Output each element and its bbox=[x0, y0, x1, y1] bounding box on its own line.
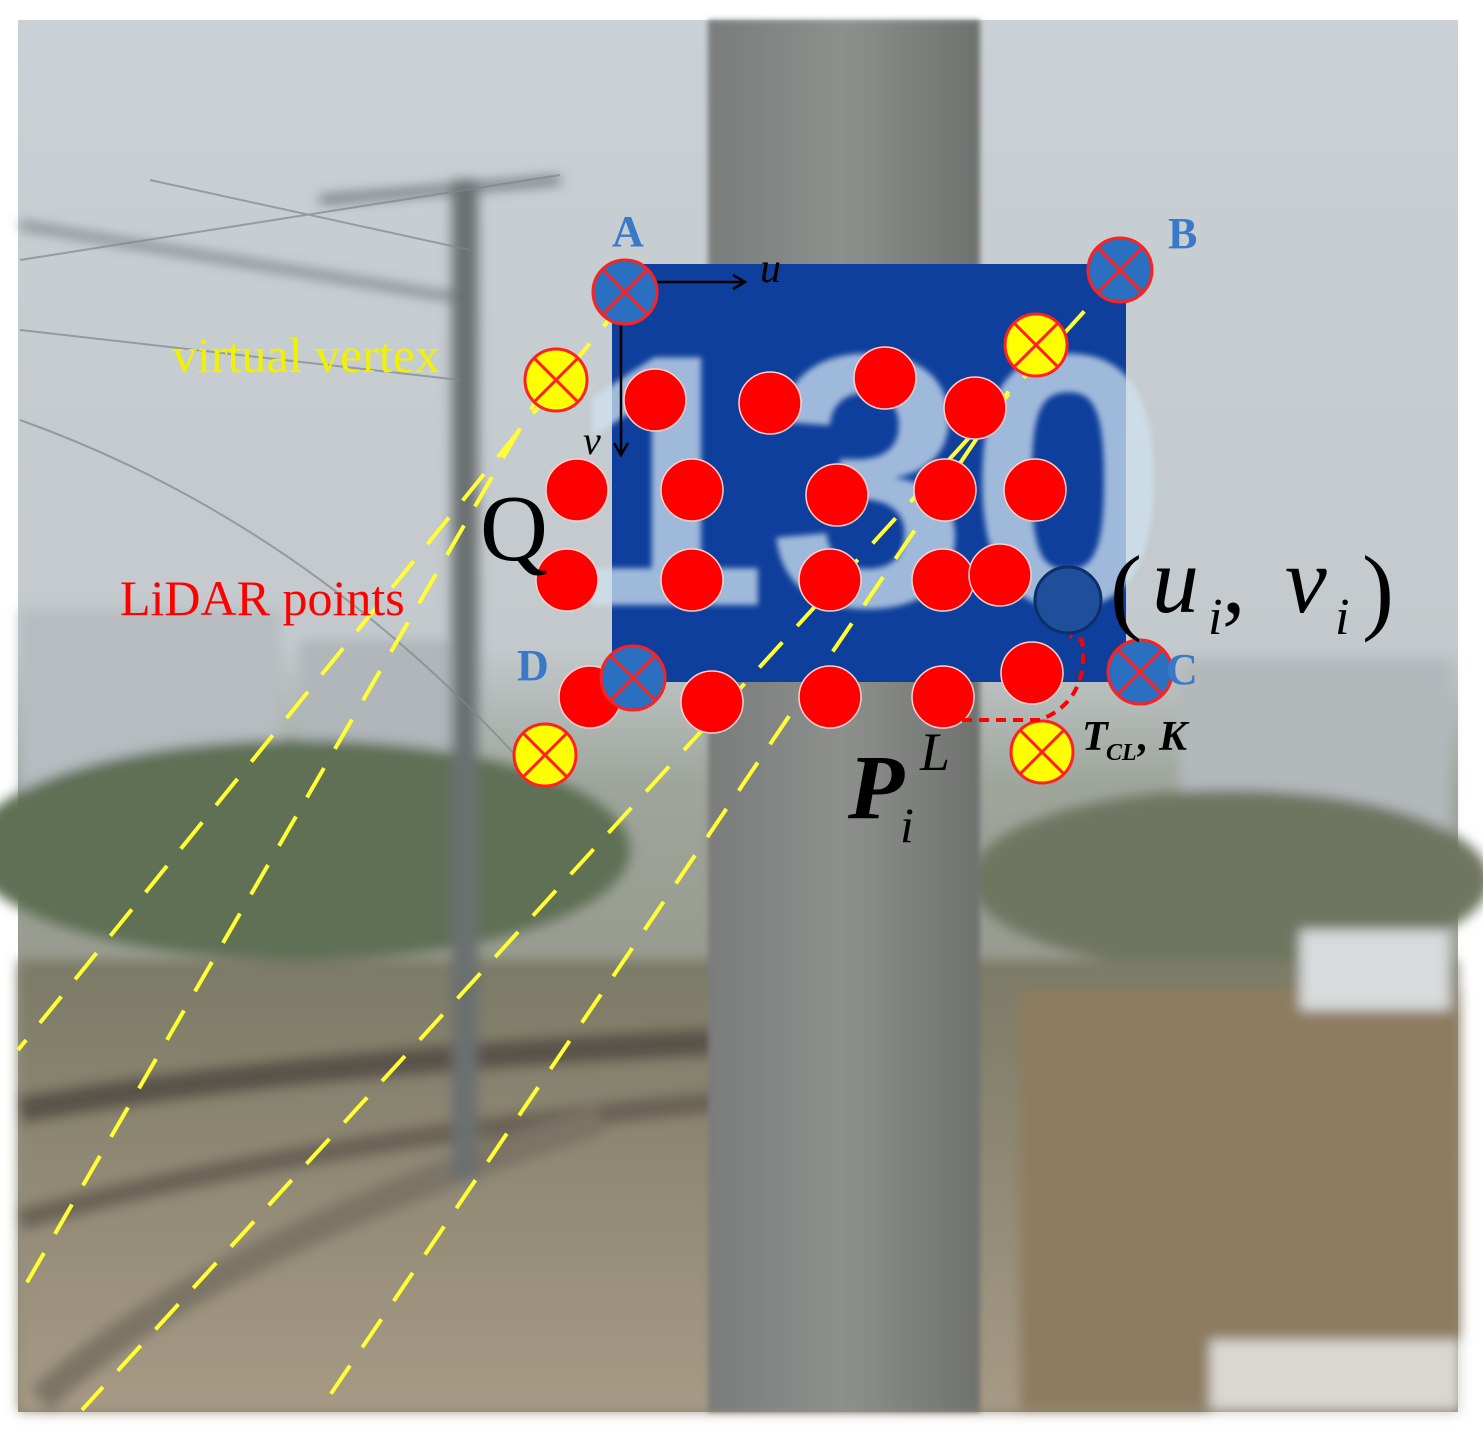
dashed-ray-1 bbox=[16, 298, 627, 1052]
svg-text:i: i bbox=[900, 797, 914, 853]
q-label: Q bbox=[480, 477, 548, 581]
svg-text:P: P bbox=[847, 736, 905, 838]
lidar-point-symbol: P i L bbox=[847, 722, 950, 853]
svg-text:CL: CL bbox=[1106, 740, 1137, 766]
dashed-ray-4 bbox=[318, 343, 1042, 1412]
lidar-point-icon bbox=[1000, 641, 1064, 705]
transform-symbol: T CL , K bbox=[1082, 714, 1190, 766]
lidar-point-icon bbox=[805, 463, 869, 527]
projection-coordinate-label: ( u i , v i ) bbox=[1110, 529, 1394, 646]
correspondence-path bbox=[945, 634, 1085, 722]
lidar-point-icon bbox=[738, 371, 802, 435]
lidar-point-icon bbox=[660, 548, 724, 612]
virtual-vertex-icon bbox=[1003, 312, 1069, 378]
vertex-label-c: C bbox=[1166, 645, 1198, 694]
svg-text:, K: , K bbox=[1137, 714, 1190, 760]
svg-text:): ) bbox=[1362, 536, 1394, 643]
lidar-point-icon bbox=[535, 548, 599, 612]
lidar-point-icon bbox=[968, 543, 1032, 607]
sign-vertex-icon bbox=[599, 644, 667, 712]
svg-text:(: ( bbox=[1110, 536, 1142, 643]
sign-vertices-group bbox=[591, 236, 1174, 712]
svg-text:,: , bbox=[1222, 529, 1246, 633]
lidar-point-icon bbox=[545, 458, 609, 522]
svg-text:L: L bbox=[919, 722, 950, 782]
virtual-vertex-icon bbox=[523, 347, 589, 413]
lidar-point-icon bbox=[911, 548, 975, 612]
lidar-point-icon bbox=[798, 665, 862, 729]
virtual-vertex-icon bbox=[512, 722, 578, 788]
lidar-point-icon bbox=[911, 665, 975, 729]
svg-text:u: u bbox=[1152, 529, 1199, 633]
lidar-point-icon bbox=[913, 458, 977, 522]
svg-text:v: v bbox=[1285, 529, 1327, 633]
lidar-point-icon bbox=[1003, 458, 1067, 522]
virtual-vertex-label: virtual vertex bbox=[172, 327, 440, 383]
lidar-points-group bbox=[535, 346, 1067, 734]
virtual-vertices-group bbox=[512, 312, 1075, 788]
lidar-point-icon bbox=[798, 548, 862, 612]
lidar-points-label: LiDAR points bbox=[120, 570, 405, 626]
v-axis-label: v bbox=[583, 418, 601, 463]
svg-text:T: T bbox=[1082, 714, 1110, 760]
lidar-point-icon bbox=[623, 368, 687, 432]
sign-vertex-icon bbox=[591, 258, 659, 326]
svg-text:i: i bbox=[1208, 589, 1222, 646]
u-axis-label: u bbox=[760, 246, 781, 292]
dashed-ray-3 bbox=[16, 379, 550, 1299]
lidar-point-icon bbox=[853, 346, 917, 410]
svg-text:i: i bbox=[1335, 589, 1349, 646]
lidar-point-icon bbox=[660, 458, 724, 522]
sign-vertex-icon bbox=[1106, 638, 1174, 706]
photo-background bbox=[0, 20, 1483, 1412]
projection-point-icon bbox=[1033, 565, 1103, 635]
vertex-label-b: B bbox=[1168, 209, 1197, 258]
virtual-vertex-icon bbox=[1009, 719, 1075, 785]
vertex-label-a: A bbox=[612, 207, 644, 256]
lidar-point-icon bbox=[943, 376, 1007, 440]
lidar-point-icon bbox=[680, 670, 744, 734]
vertex-label-d: D bbox=[517, 641, 549, 690]
sign-vertex-icon bbox=[1086, 236, 1154, 304]
